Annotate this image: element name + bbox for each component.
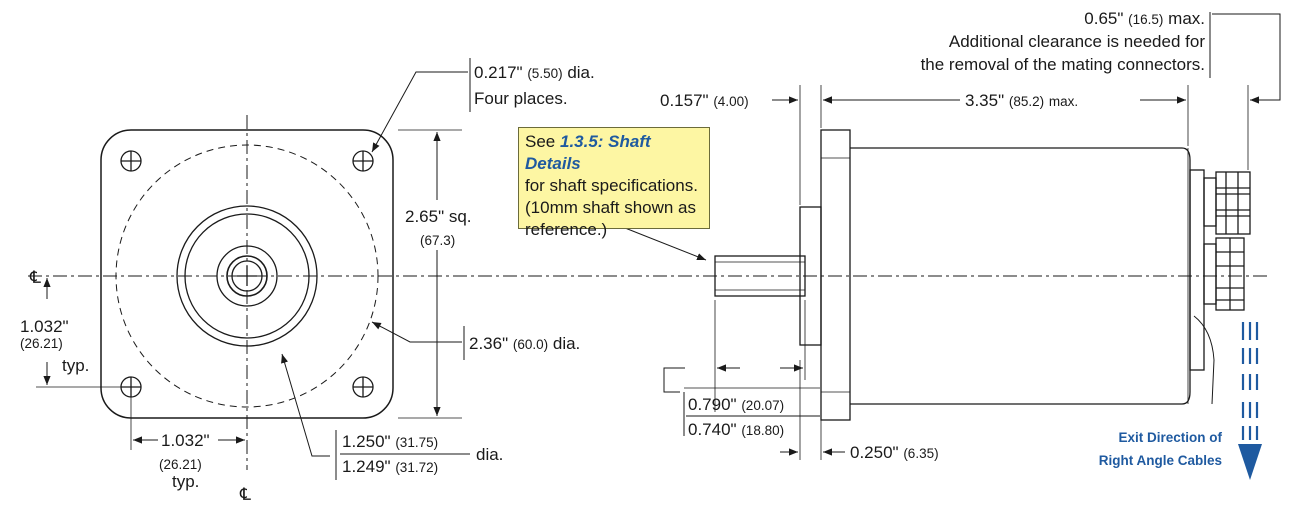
shaft-note: See 1.3.5: Shaft Details for shaft speci… xyxy=(518,127,710,239)
exit-direction-line2: Right Angle Cables xyxy=(1099,453,1222,468)
connector-bottom xyxy=(1203,237,1245,311)
vertical-offset-metric: (26.21) xyxy=(20,336,63,351)
centerline-symbol-left: ℄ xyxy=(29,268,41,287)
bolt-circle-dim: 2.36" (60.0) dia. xyxy=(469,334,580,353)
exit-direction-line1: Exit Direction of xyxy=(1118,430,1222,445)
shaft-details-link[interactable]: 1.3.5: Shaft Details xyxy=(525,132,651,173)
hub-ring xyxy=(216,245,278,307)
shaft-note-line3: (10mm shaft shown as xyxy=(525,198,697,217)
clearance-note-2: the removal of the mating connectors. xyxy=(921,55,1205,74)
shaft-inner xyxy=(231,260,263,292)
flange xyxy=(820,129,851,421)
pilot-outer xyxy=(176,205,318,347)
exit-direction-arrow xyxy=(1238,322,1262,480)
side-view xyxy=(619,12,1281,460)
vertical-offset-dim: 1.032" xyxy=(20,317,69,336)
mount-hole-bl xyxy=(120,376,142,398)
mount-hole-br xyxy=(352,376,374,398)
square-dim-metric: (67.3) xyxy=(420,233,455,248)
mount-hole-leader xyxy=(371,71,468,153)
bolt-circle-leader xyxy=(371,321,462,343)
pilot-depth-dim: 0.250" (6.35) xyxy=(850,443,939,462)
flange-square xyxy=(100,129,394,419)
clearance-note-1: Additional clearance is needed for xyxy=(949,32,1205,51)
body-length-dim: 3.35" (85.2) max. xyxy=(965,91,1078,110)
centerline-symbol-bottom: ℄ xyxy=(239,485,251,504)
mount-hole-note: Four places. xyxy=(474,89,568,108)
mount-hole-tl xyxy=(120,150,142,172)
pilot-inner xyxy=(184,213,310,339)
shaft-note-prefix: See xyxy=(525,132,560,151)
mount-hole-dim: 0.217" (5.50) dia. xyxy=(474,63,595,82)
horizontal-offset-typ: typ. xyxy=(172,472,199,491)
pilot-dia-suffix: dia. xyxy=(476,445,503,464)
vertical-offset-typ: typ. xyxy=(62,356,89,375)
connector-top xyxy=(1203,171,1251,235)
pilot-leader xyxy=(281,353,330,457)
shaft-length-upper: 0.790" (20.07) xyxy=(688,395,784,414)
end-cap xyxy=(1189,169,1205,371)
square-dim: 2.65" sq. xyxy=(405,207,472,226)
flange-thickness-dim: 0.157" (4.00) xyxy=(660,91,749,110)
shaft-note-line2: for shaft specifications. xyxy=(525,176,698,195)
pilot-dia-lower: 1.249" (31.72) xyxy=(342,457,438,476)
pilot-dia-upper: 1.250" (31.75) xyxy=(342,432,438,451)
horizontal-offset-metric: (26.21) xyxy=(159,457,202,472)
mount-hole-tr xyxy=(352,150,374,172)
shaft-note-line4: reference.) xyxy=(525,220,608,239)
front-view xyxy=(28,58,1268,480)
horizontal-offset-dim: 1.032" xyxy=(161,431,210,450)
shaft-note-arrow xyxy=(619,225,707,261)
cable-outline xyxy=(1193,315,1215,405)
clearance-dim: 0.65" (16.5) max. xyxy=(1084,9,1205,28)
shaft-length-lower: 0.740" (18.80) xyxy=(688,420,784,439)
bolt-circle xyxy=(115,144,379,408)
shaft xyxy=(714,255,806,297)
shaft-end xyxy=(226,255,268,297)
